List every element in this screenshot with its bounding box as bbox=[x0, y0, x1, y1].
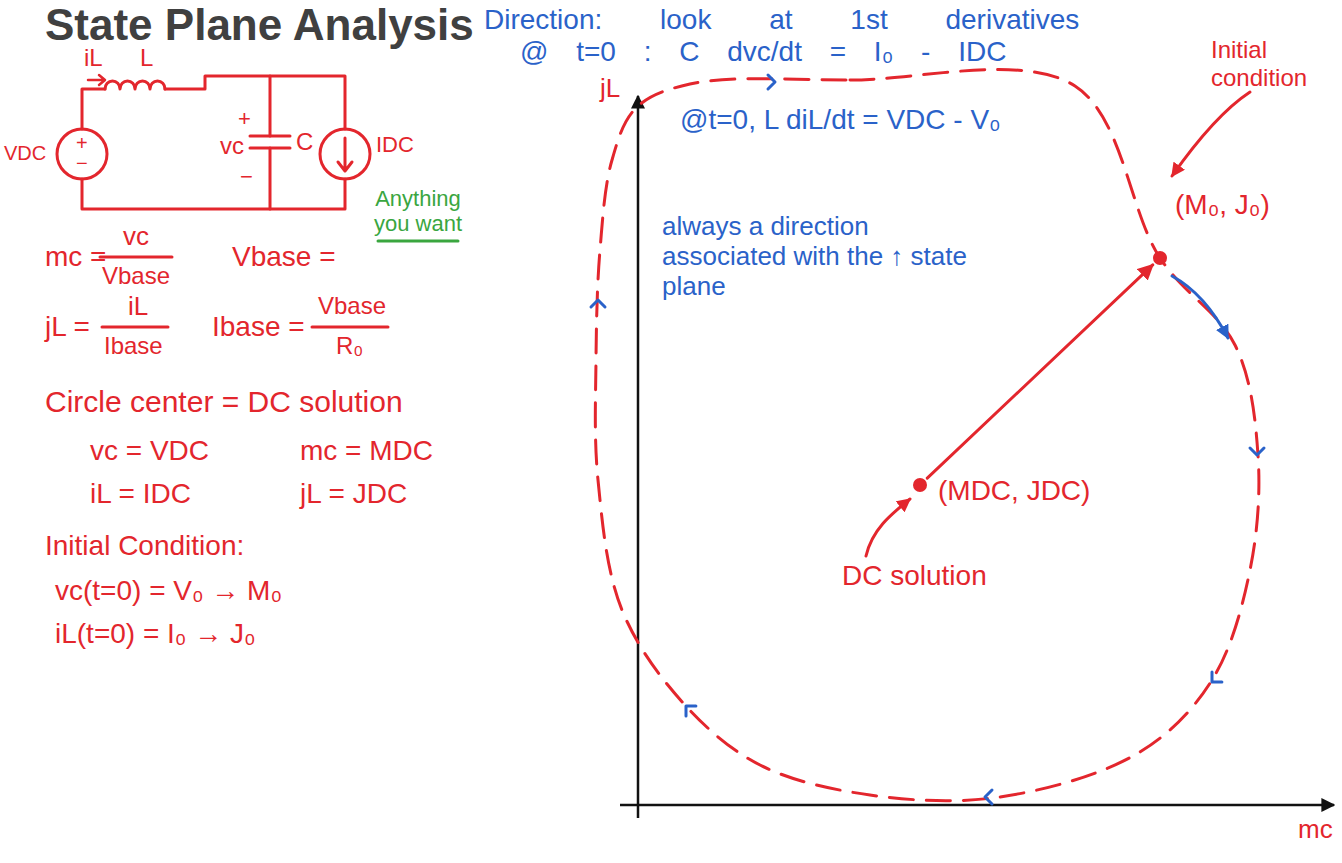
point-callout: DC solution bbox=[842, 560, 987, 592]
voltage-source-symbol bbox=[57, 129, 107, 179]
equation-text: iL = IDC bbox=[90, 478, 191, 510]
equation-text: jL = JDC bbox=[300, 478, 407, 510]
wire bbox=[269, 148, 272, 209]
wire bbox=[82, 179, 345, 209]
equation-text: vc = VDC bbox=[90, 435, 209, 467]
source-name: VDC bbox=[4, 142, 46, 165]
direction-chevron bbox=[1250, 448, 1264, 455]
direction-chevron bbox=[681, 701, 696, 716]
current-name: iL bbox=[84, 44, 103, 72]
wire bbox=[165, 76, 345, 129]
equation-text: iL(t=0) = I₀ → J₀ bbox=[55, 618, 256, 650]
polarity-sign: − bbox=[240, 164, 253, 189]
axis-label: mc bbox=[1298, 815, 1333, 845]
initial-condition-callout: Initial condition bbox=[1211, 36, 1336, 91]
coordinate-label: (M₀, J₀) bbox=[1175, 189, 1270, 221]
note-heading: Initial Condition: bbox=[45, 530, 244, 562]
direction-note: always a direction associated with the ↑… bbox=[662, 212, 982, 302]
equation-text: mc = bbox=[45, 241, 106, 273]
state-point: (M₀, J₀) bbox=[1153, 251, 1167, 265]
current-source-arrow bbox=[338, 138, 352, 171]
equation-text: mc = MDC bbox=[300, 435, 433, 467]
direction-chevron bbox=[768, 75, 775, 89]
voltage-name: vc bbox=[220, 132, 244, 160]
direction-note: Direction: look at 1st derivatives bbox=[484, 4, 1079, 36]
fraction-bar bbox=[102, 326, 168, 329]
inductor-derivative-note: @t=0, L diL/dt = VDC - V₀ bbox=[680, 104, 1001, 136]
equation-text: jL = bbox=[45, 311, 90, 343]
trajectory-vector bbox=[927, 265, 1152, 478]
inductor-name: L bbox=[140, 44, 153, 72]
capacitor-derivative-note: @ t=0 : C dvc/dt = I₀ - IDC bbox=[520, 36, 1006, 68]
fraction-denominator: R₀ bbox=[336, 332, 363, 360]
polarity-sign: + bbox=[238, 106, 251, 131]
equation-text: Ibase = bbox=[212, 311, 305, 343]
fraction-denominator: Ibase bbox=[104, 332, 163, 360]
axis-label: jL bbox=[600, 74, 620, 104]
polarity-sign: + bbox=[76, 133, 88, 153]
polarity-sign: − bbox=[76, 153, 88, 173]
direction-chevron bbox=[591, 300, 605, 307]
leader-line bbox=[866, 499, 910, 556]
horizontal-axis bbox=[620, 804, 1334, 807]
fraction-numerator: vc bbox=[123, 222, 149, 252]
underline bbox=[378, 240, 458, 243]
fraction-denominator: Vbase bbox=[102, 262, 170, 290]
direction-chevron bbox=[985, 790, 992, 804]
vertical-axis bbox=[637, 96, 640, 818]
state-point: (MDC, JDC) bbox=[913, 478, 927, 492]
state-trajectory bbox=[595, 70, 1259, 801]
wire bbox=[269, 76, 272, 136]
fraction-bar bbox=[100, 256, 172, 259]
wire bbox=[82, 89, 105, 129]
direction-chevron bbox=[1207, 672, 1222, 687]
initial-direction-arrow bbox=[1172, 276, 1228, 338]
fraction-numerator: Vbase bbox=[318, 292, 386, 320]
circuit-schematic bbox=[57, 75, 370, 209]
direction-chevrons bbox=[591, 75, 1264, 804]
fraction-numerator: iL bbox=[128, 292, 148, 322]
fraction-bar bbox=[312, 326, 388, 329]
equation-text: Vbase = bbox=[232, 241, 336, 273]
aside-note: Anything you want bbox=[368, 186, 468, 237]
capacitor-name: C bbox=[296, 128, 313, 156]
slide-title: State Plane Analysis bbox=[45, 0, 474, 51]
equation-text: vc(t=0) = V₀ → M₀ bbox=[55, 575, 282, 607]
leader-line bbox=[1172, 92, 1250, 176]
capacitor-symbol bbox=[250, 136, 290, 148]
current-source-symbol bbox=[320, 129, 370, 179]
current-direction-arrow bbox=[88, 75, 105, 85]
inductor-symbol bbox=[105, 81, 165, 89]
note-text: Circle center = DC solution bbox=[45, 385, 403, 420]
coordinate-label: (MDC, JDC) bbox=[938, 475, 1090, 507]
source-name: IDC bbox=[376, 132, 414, 157]
